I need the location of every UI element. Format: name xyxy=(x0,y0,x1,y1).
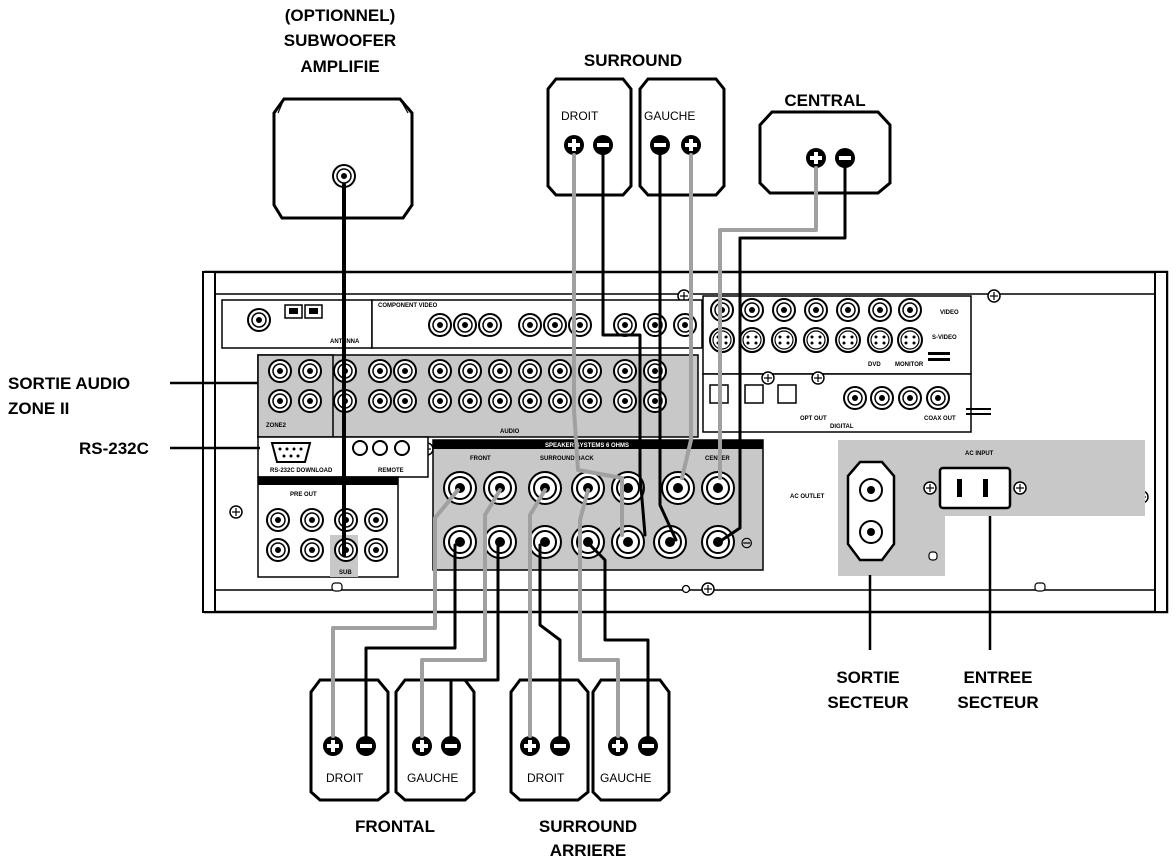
front-right-speaker: DROIT xyxy=(309,678,390,802)
surround-arriere-caption-line2: ARRIERE xyxy=(550,841,627,860)
center-speaker xyxy=(758,110,892,195)
plus-terminal-icon xyxy=(608,736,628,756)
center-terminal-label: CENTER xyxy=(705,456,730,462)
coax-out-label: COAX OUT xyxy=(924,416,956,422)
subwoofer-caption-line2: SUBWOOFER xyxy=(284,31,396,50)
rs232c-caption: RS-232C xyxy=(79,439,149,458)
plus-terminal-icon xyxy=(323,736,343,756)
surround-back-terminal-label: SURROUND BACK xyxy=(540,456,594,462)
monitor-label: MONITOR xyxy=(895,362,924,368)
front-terminal-label: FRONT xyxy=(470,456,491,462)
sortie-secteur-caption-line2: SECTEUR xyxy=(827,693,908,712)
digital-label: DIGITAL xyxy=(830,424,854,430)
audio-section-label: AUDIO xyxy=(500,429,520,435)
front-right-label: DROIT xyxy=(326,771,364,785)
entree-secteur-caption-line2: SECTEUR xyxy=(957,693,1038,712)
plus-terminal-icon xyxy=(806,148,826,168)
surround-right-label: DROIT xyxy=(561,109,599,123)
surround-back-left-speaker: GAUCHE xyxy=(591,678,671,802)
minus-terminal-icon xyxy=(593,135,613,155)
sub-label: SUB xyxy=(339,570,352,576)
surround-right-speaker: DROIT xyxy=(546,77,633,197)
front-left-speaker: GAUCHE xyxy=(394,678,476,802)
plus-terminal-icon xyxy=(412,736,432,756)
entree-secteur-caption-line1: ENTREE xyxy=(964,668,1033,687)
speaker-wires xyxy=(331,153,847,738)
surround-caption: SURROUND xyxy=(584,51,682,70)
svg-text:⊖: ⊖ xyxy=(740,535,753,552)
surround-back-right-speaker: DROIT xyxy=(509,678,590,802)
receiver-rear-panel: ANTENNA COMPONENT VIDEO VIDEO S-VIDEO MO… xyxy=(202,270,1169,614)
minus-terminal-icon xyxy=(650,135,670,155)
zone2-label: ZONE2 xyxy=(266,423,287,429)
minus-terminal-icon xyxy=(835,148,855,168)
surround-back-left-label: GAUCHE xyxy=(600,771,651,785)
component-video-label: COMPONENT VIDEO xyxy=(378,303,438,309)
speaker-systems-label: SPEAKER SYSTEMS 6 OHMS xyxy=(545,443,629,449)
surround-left-label: GAUCHE xyxy=(644,109,695,123)
svideo-label: S-VIDEO xyxy=(932,335,957,341)
rs232c-download-label: RS-232C DOWNLOAD xyxy=(270,468,333,474)
plus-terminal-icon xyxy=(520,736,540,756)
minus-terminal-icon xyxy=(356,736,376,756)
minus-terminal-icon xyxy=(550,736,570,756)
sortie-audio-caption-line2: ZONE II xyxy=(8,399,69,418)
leader-lines xyxy=(170,381,992,650)
opt-out-label: OPT OUT xyxy=(800,416,827,422)
surround-left-speaker: GAUCHE xyxy=(638,77,726,197)
minus-terminal-icon xyxy=(441,736,461,756)
subwoofer-caption-line3: AMPLIFIE xyxy=(300,57,379,76)
surround-back-right-label: DROIT xyxy=(527,771,565,785)
minus-terminal-icon xyxy=(638,736,658,756)
sortie-secteur-caption-line1: SORTIE xyxy=(836,668,899,687)
frontal-caption: FRONTAL xyxy=(355,817,435,836)
video-label: VIDEO xyxy=(940,310,959,316)
subwoofer-speaker xyxy=(272,97,414,220)
ac-input-label: AC INPUT xyxy=(965,451,994,457)
captions: (OPTIONNEL) SUBWOOFER AMPLIFIE SURROUND … xyxy=(8,6,1039,860)
subwoofer-caption-line1: (OPTIONNEL) xyxy=(285,6,396,25)
ac-outlet-label: AC OUTLET xyxy=(790,494,825,500)
plus-terminal-icon xyxy=(681,135,701,155)
central-caption: CENTRAL xyxy=(784,91,865,110)
pre-out-label: PRE OUT xyxy=(290,492,317,498)
dvd-video-label: DVD xyxy=(868,362,881,368)
remote-label: REMOTE xyxy=(378,468,404,474)
sortie-audio-caption-line1: SORTIE AUDIO xyxy=(8,374,130,393)
surround-arriere-caption-line1: SURROUND xyxy=(539,817,637,836)
front-left-label: GAUCHE xyxy=(407,771,458,785)
plus-terminal-icon xyxy=(564,135,584,155)
